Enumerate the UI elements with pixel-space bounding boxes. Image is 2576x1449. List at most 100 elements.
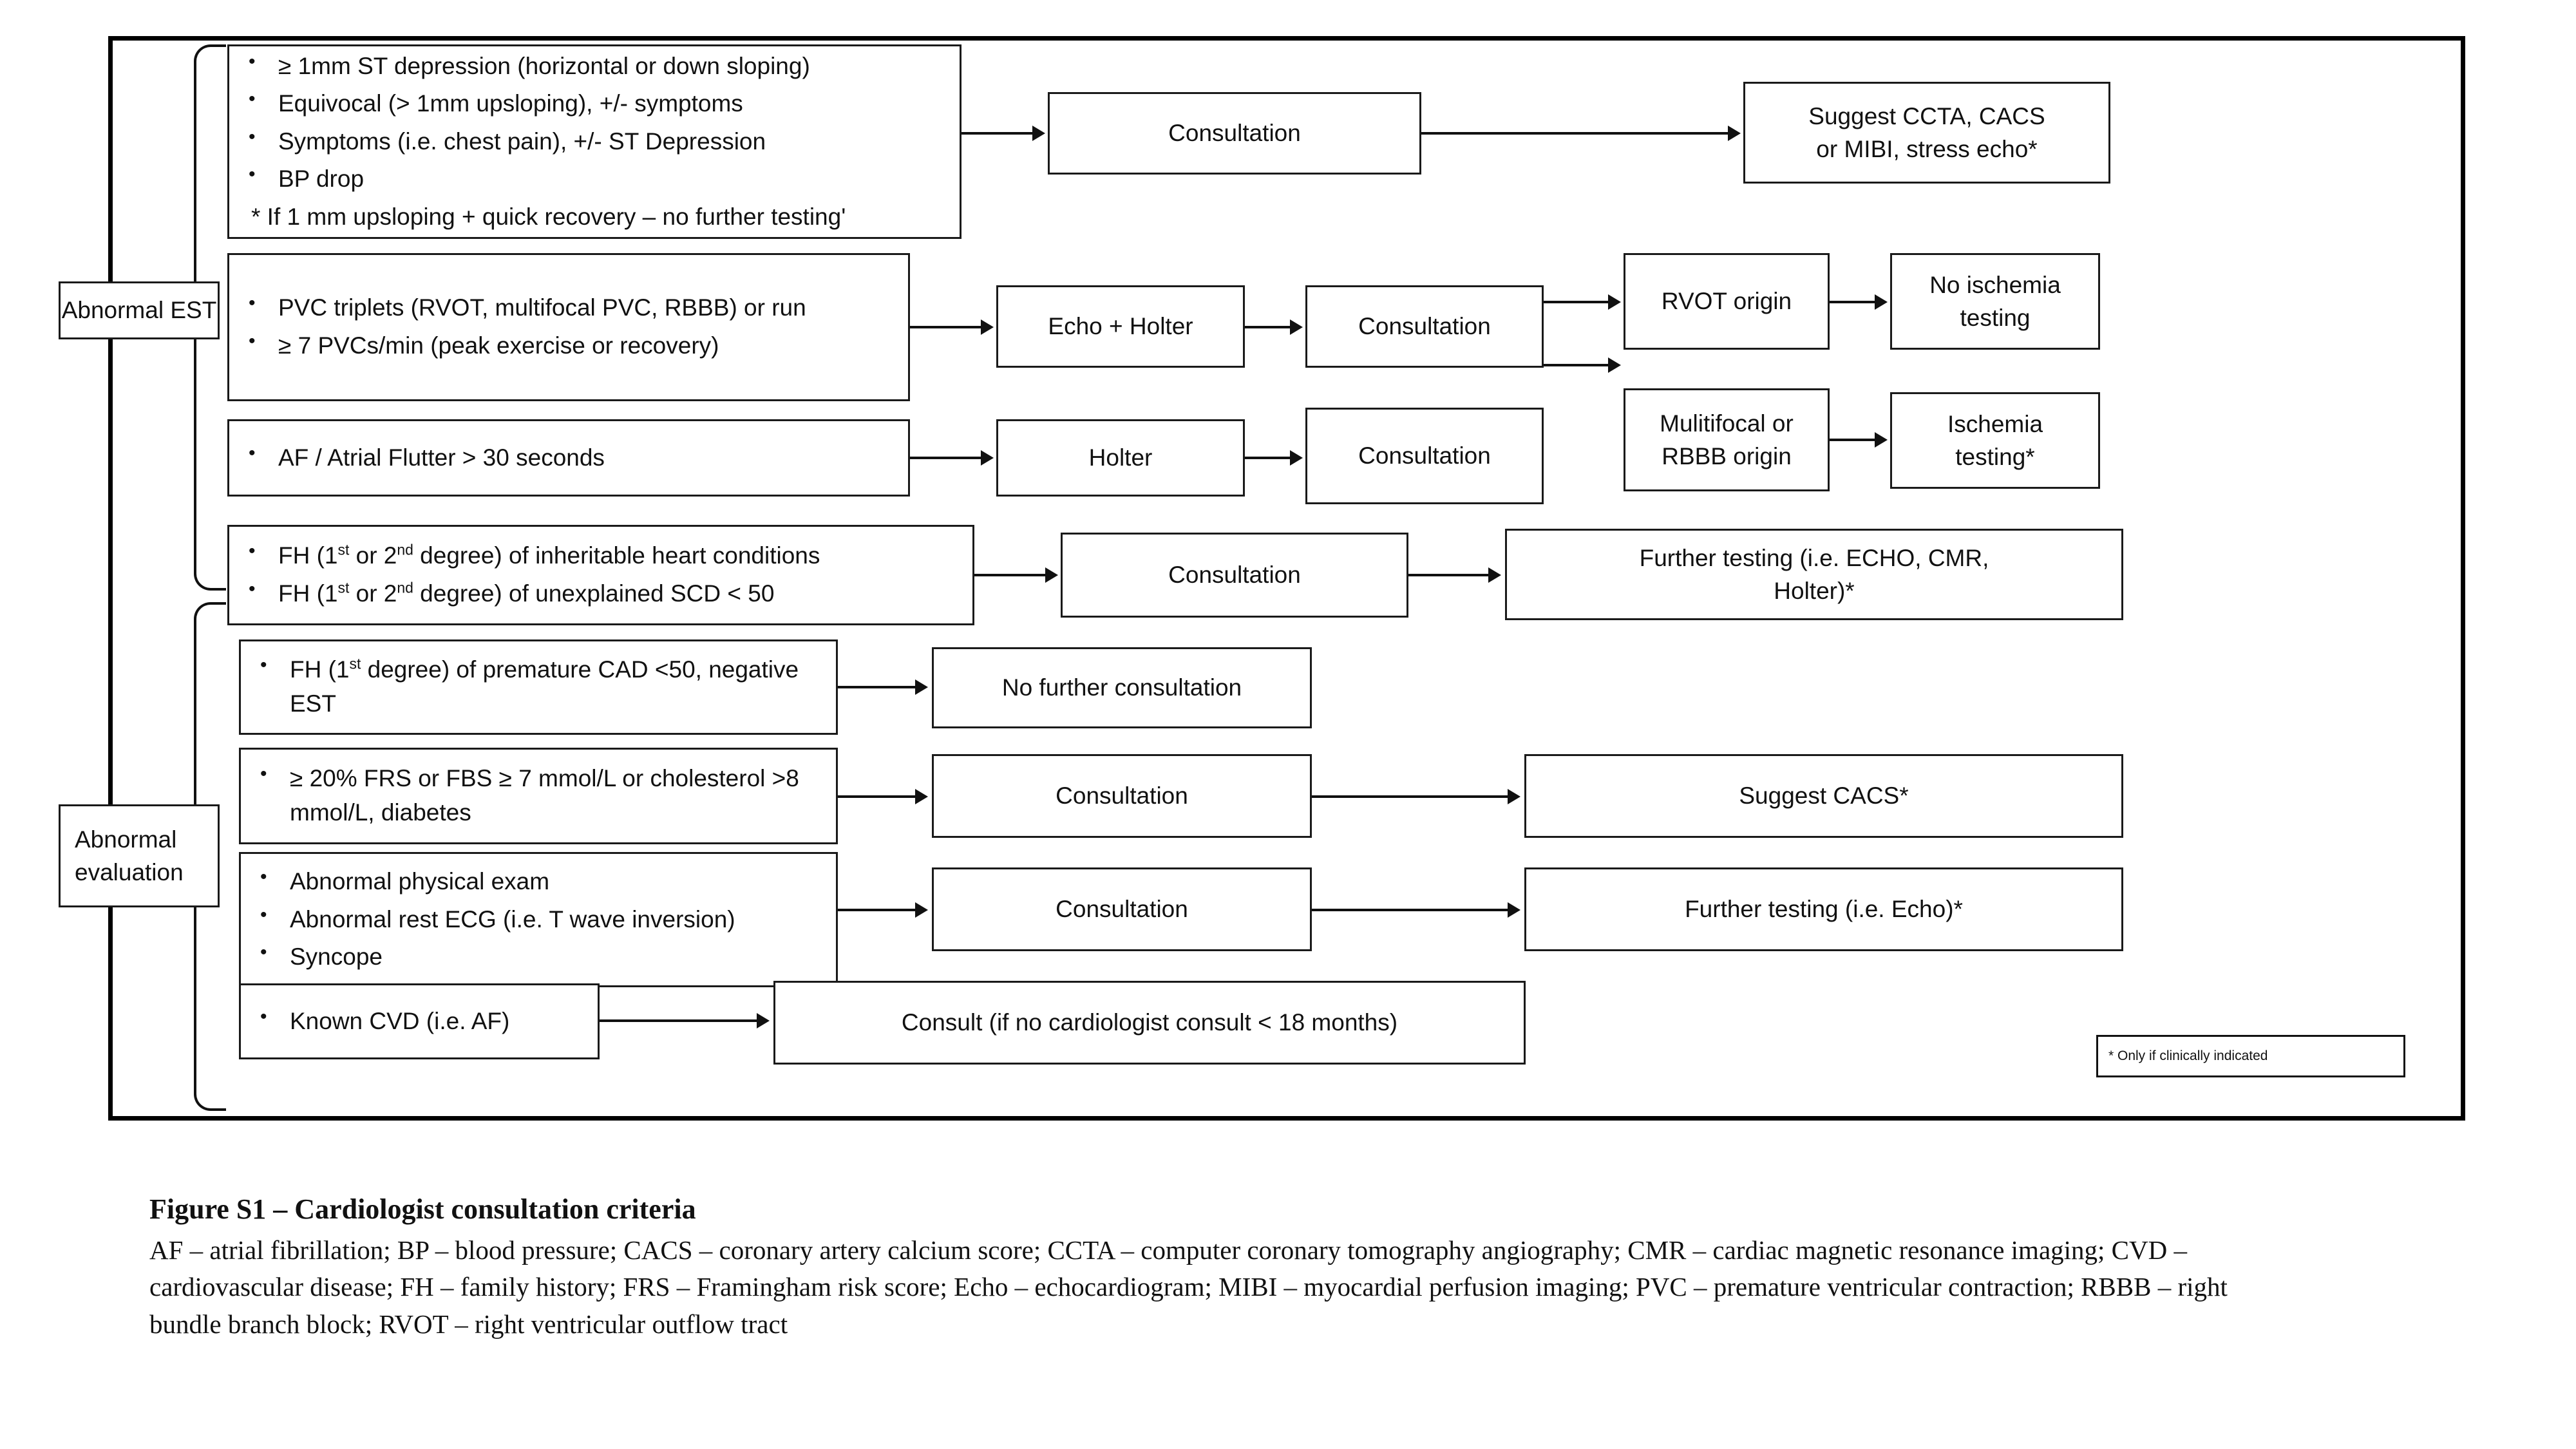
action-consultation-1[interactable]: Consultation xyxy=(1048,92,1421,175)
criteria-af-list: AF / Atrial Flutter > 30 seconds xyxy=(229,440,908,475)
connector-echo-to-consult2 xyxy=(1245,326,1291,328)
action-consultation-4-label: Consultation xyxy=(1168,562,1301,589)
action-consultation-1-label: Consultation xyxy=(1168,120,1301,147)
arrowhead-pvc-to-echo xyxy=(981,319,994,335)
connector-consult6-to-furtherecho xyxy=(1312,909,1509,911)
node-abnormal-evaluation-label: Abnormal evaluation xyxy=(75,826,184,886)
outcome-rvot-origin-label: RVOT origin xyxy=(1661,288,1792,315)
criteria-fh-cad-list: FH (1st degree) of premature CAD <50, ne… xyxy=(241,652,836,721)
fh1-mid: or 2 xyxy=(349,542,397,569)
criteria-fh-inheritable-list: FH (1 st or 2nd degree) of inheritable he… xyxy=(229,538,972,611)
fh1-post: degree) of inheritable heart conditions xyxy=(413,542,820,569)
connector-rvot-to-noischemia xyxy=(1830,301,1876,303)
fh1-sup1: st xyxy=(337,542,350,559)
action-no-further-consultation-label: No further consultation xyxy=(1001,674,1242,701)
list-item: Syncope xyxy=(254,939,829,974)
list-item: Equivocal (> 1mm upsloping), +/- symptom… xyxy=(242,86,953,121)
criteria-st-depression[interactable]: ≥ 1mm ST depression (horizontal or down … xyxy=(227,44,961,239)
connector-cvd-to-consult18 xyxy=(600,1019,758,1022)
criteria-frs[interactable]: ≥ 20% FRS or FBS ≥ 7 mmol/L or cholester… xyxy=(239,748,838,844)
list-item: PVC triplets (RVOT, multifocal PVC, RBBB… xyxy=(242,290,902,325)
arrowhead-frs-to-consult5 xyxy=(915,789,928,804)
criteria-pvc-list: PVC triplets (RVOT, multifocal PVC, RBBB… xyxy=(229,290,908,363)
action-echo-holter[interactable]: Echo + Holter xyxy=(996,285,1245,368)
connector-holter-to-consult3 xyxy=(1245,457,1291,459)
arrowhead-consult5-to-cacs xyxy=(1508,789,1520,804)
connector-af-to-holter xyxy=(910,457,982,459)
action-consultation-6-label: Consultation xyxy=(1056,896,1188,923)
outcome-further-testing-echo-cmr-label: Further testing (i.e. ECHO, CMR, Holter)… xyxy=(1639,544,1989,604)
action-consult-18-months[interactable]: Consult (if no cardiologist consult < 18… xyxy=(773,981,1526,1065)
footnote-box: * Only if clinically indicated xyxy=(2096,1035,2405,1077)
action-consultation-6[interactable]: Consultation xyxy=(932,867,1312,951)
action-consultation-2-label: Consultation xyxy=(1358,313,1491,340)
outcome-suggest-cacs[interactable]: Suggest CACS* xyxy=(1524,754,2123,838)
arrowhead-af-to-holter xyxy=(981,450,994,466)
outcome-rvot-origin[interactable]: RVOT origin xyxy=(1624,253,1830,350)
criteria-af[interactable]: AF / Atrial Flutter > 30 seconds xyxy=(227,419,910,497)
list-item: ≥ 1mm ST depression (horizontal or down … xyxy=(242,48,953,84)
connector-consult2-to-multifocal xyxy=(1544,364,1609,366)
action-holter-label: Holter xyxy=(1088,444,1153,471)
list-item: Known CVD (i.e. AF) xyxy=(254,1003,591,1039)
outcome-suggest-ccta-label: Suggest CCTA, CACS or MIBI, stress echo* xyxy=(1808,102,2045,162)
figure-caption: Figure S1 – Cardiologist consultation cr… xyxy=(149,1193,2275,1343)
list-item: FH (1st or 2nd degree) of unexplained SC… xyxy=(242,576,966,611)
list-item: FH (1st degree) of premature CAD <50, ne… xyxy=(254,652,829,721)
fh2-pre: FH (1 xyxy=(278,580,338,607)
list-item: Abnormal rest ECG (i.e. T wave inversion… xyxy=(254,902,829,937)
outcome-ischemia-testing[interactable]: Ischemia testing* xyxy=(1890,392,2100,489)
criteria-fh-cad[interactable]: FH (1st degree) of premature CAD <50, ne… xyxy=(239,639,838,735)
node-abnormal-est[interactable]: Abnormal EST xyxy=(59,281,220,339)
arrowhead-cvd-to-consult18 xyxy=(757,1013,770,1028)
connector-consult2-to-rvot xyxy=(1544,301,1609,303)
outcome-no-ischemia-testing[interactable]: No ischemia testing xyxy=(1890,253,2100,350)
list-item: ≥ 20% FRS or FBS ≥ 7 mmol/L or cholester… xyxy=(254,761,829,829)
connector-multifocal-to-ischemia xyxy=(1830,439,1876,441)
arrowhead-holter-to-consult3 xyxy=(1290,450,1303,466)
arrowhead-consult4-to-further xyxy=(1488,567,1501,583)
criteria-frs-list: ≥ 20% FRS or FBS ≥ 7 mmol/L or cholester… xyxy=(241,761,836,829)
outcome-suggest-cacs-label: Suggest CACS* xyxy=(1739,782,1909,810)
fh2-sup2: nd xyxy=(397,579,413,596)
criteria-exam[interactable]: Abnormal physical exam Abnormal rest ECG… xyxy=(239,852,838,987)
outcome-multifocal-rbbb[interactable]: Mulitifocal or RBBB origin xyxy=(1624,388,1830,491)
list-item-footnote: * If 1 mm upsloping + quick recovery – n… xyxy=(251,203,846,230)
list-item: BP drop xyxy=(242,161,953,196)
footnote-label: * Only if clinically indicated xyxy=(2108,1048,2268,1063)
action-consultation-2[interactable]: Consultation xyxy=(1305,285,1544,368)
arrowhead-consult2-to-rvot xyxy=(1608,294,1621,310)
criteria-fh-inheritable[interactable]: FH (1 st or 2nd degree) of inheritable he… xyxy=(227,525,974,625)
action-holter[interactable]: Holter xyxy=(996,419,1245,497)
action-consultation-5[interactable]: Consultation xyxy=(932,754,1312,838)
arrowhead-consult2-to-multifocal xyxy=(1608,357,1621,373)
arrowhead-fhcad-to-nofurther xyxy=(915,679,928,695)
arrowhead-st-to-consult xyxy=(1032,126,1045,141)
list-item: AF / Atrial Flutter > 30 seconds xyxy=(242,440,902,475)
action-consultation-4[interactable]: Consultation xyxy=(1061,533,1408,618)
outcome-multifocal-rbbb-label: Mulitifocal or RBBB origin xyxy=(1660,410,1794,469)
caption-title: Figure S1 – Cardiologist consultation cr… xyxy=(149,1193,696,1225)
outcome-suggest-ccta[interactable]: Suggest CCTA, CACS or MIBI, stress echo* xyxy=(1743,82,2110,184)
list-item: Abnormal physical exam xyxy=(254,864,829,899)
action-consult-18-months-label: Consult (if no cardiologist consult < 18… xyxy=(901,1009,1398,1036)
fh2-post: degree) of unexplained SCD < 50 xyxy=(413,580,775,607)
criteria-pvc[interactable]: PVC triplets (RVOT, multifocal PVC, RBBB… xyxy=(227,253,910,401)
fhcad-pre: FH (1 xyxy=(290,656,350,683)
node-abnormal-evaluation[interactable]: Abnormal evaluation xyxy=(59,804,220,907)
action-consultation-3[interactable]: Consultation xyxy=(1305,408,1544,504)
fhcad-post: degree) of premature CAD <50, negative E… xyxy=(290,656,799,717)
outcome-further-testing-echo[interactable]: Further testing (i.e. Echo)* xyxy=(1524,867,2123,951)
list-item: FH (1st or 2nd degree) of inheritable he… xyxy=(242,538,966,573)
fh2-mid: or 2 xyxy=(349,580,397,607)
node-abnormal-est-label: Abnormal EST xyxy=(61,297,217,324)
criteria-cvd[interactable]: Known CVD (i.e. AF) xyxy=(239,983,600,1059)
outcome-no-ischemia-testing-label: No ischemia testing xyxy=(1929,271,2061,331)
fhcad-sup1: st xyxy=(349,656,361,673)
action-echo-holter-label: Echo + Holter xyxy=(1048,313,1193,340)
connector-exam-to-consult6 xyxy=(838,909,916,911)
outcome-further-testing-echo-cmr[interactable]: Further testing (i.e. ECHO, CMR, Holter)… xyxy=(1505,529,2123,620)
connector-consult5-to-cacs xyxy=(1312,795,1509,798)
action-no-further-consultation[interactable]: No further consultation xyxy=(932,647,1312,728)
arrowhead-exam-to-consult6 xyxy=(915,902,928,918)
